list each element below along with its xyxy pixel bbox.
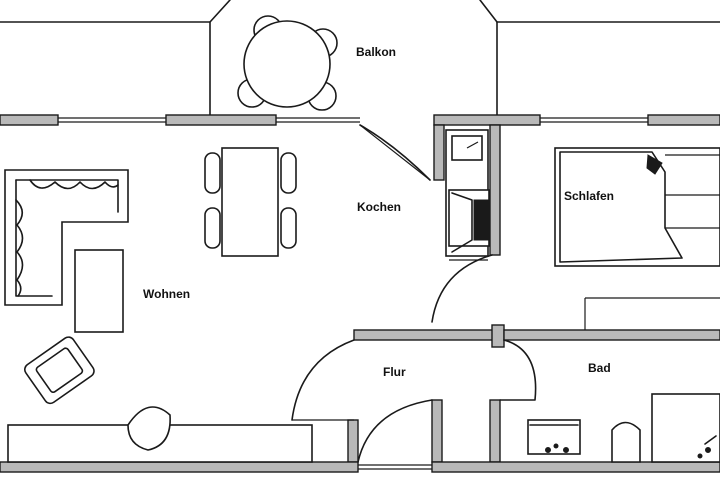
dining-table: [204, 147, 297, 257]
wall-bath-top: [503, 329, 720, 341]
room-labels: Balkon Kochen Schlafen Wohnen Flur Bad: [143, 45, 614, 379]
wall-top-left: [0, 114, 59, 126]
balcony-table: [237, 15, 338, 111]
bed: [554, 147, 720, 267]
wall-top-mid: [165, 114, 277, 126]
sectional-sofa: [4, 169, 129, 306]
wall-top-right: [433, 114, 541, 126]
wall-kitchen-left: [433, 124, 445, 181]
armchair: [24, 336, 95, 405]
wall-bath-left: [489, 399, 501, 463]
wall-hall-right: [431, 399, 443, 463]
room-label-balkon: Balkon: [356, 45, 396, 59]
wall-hall-post: [491, 324, 505, 348]
door-swings: [291, 124, 537, 463]
room-label-kochen: Kochen: [357, 200, 401, 214]
toilet: [611, 421, 641, 463]
wall-living-right: [347, 419, 359, 463]
wall-bottom-right: [431, 461, 720, 473]
room-label-wohnen: Wohnen: [143, 287, 190, 301]
shower: [651, 393, 720, 463]
room-label-schlafen: Schlafen: [564, 189, 614, 203]
wall-hall-top: [353, 329, 501, 341]
coffee-table: [74, 249, 124, 333]
wall-bottom-left: [0, 461, 359, 473]
bath-fixtures: [527, 393, 720, 463]
wall-kitchen-right: [489, 124, 501, 256]
sideboard: [7, 406, 313, 463]
room-label-flur: Flur: [383, 365, 406, 379]
walls: [0, 114, 720, 473]
wall-top-far-right: [647, 114, 720, 126]
room-label-bad: Bad: [588, 361, 611, 375]
balcony-outline: [0, 0, 720, 116]
kitchen-counter: [445, 129, 490, 261]
